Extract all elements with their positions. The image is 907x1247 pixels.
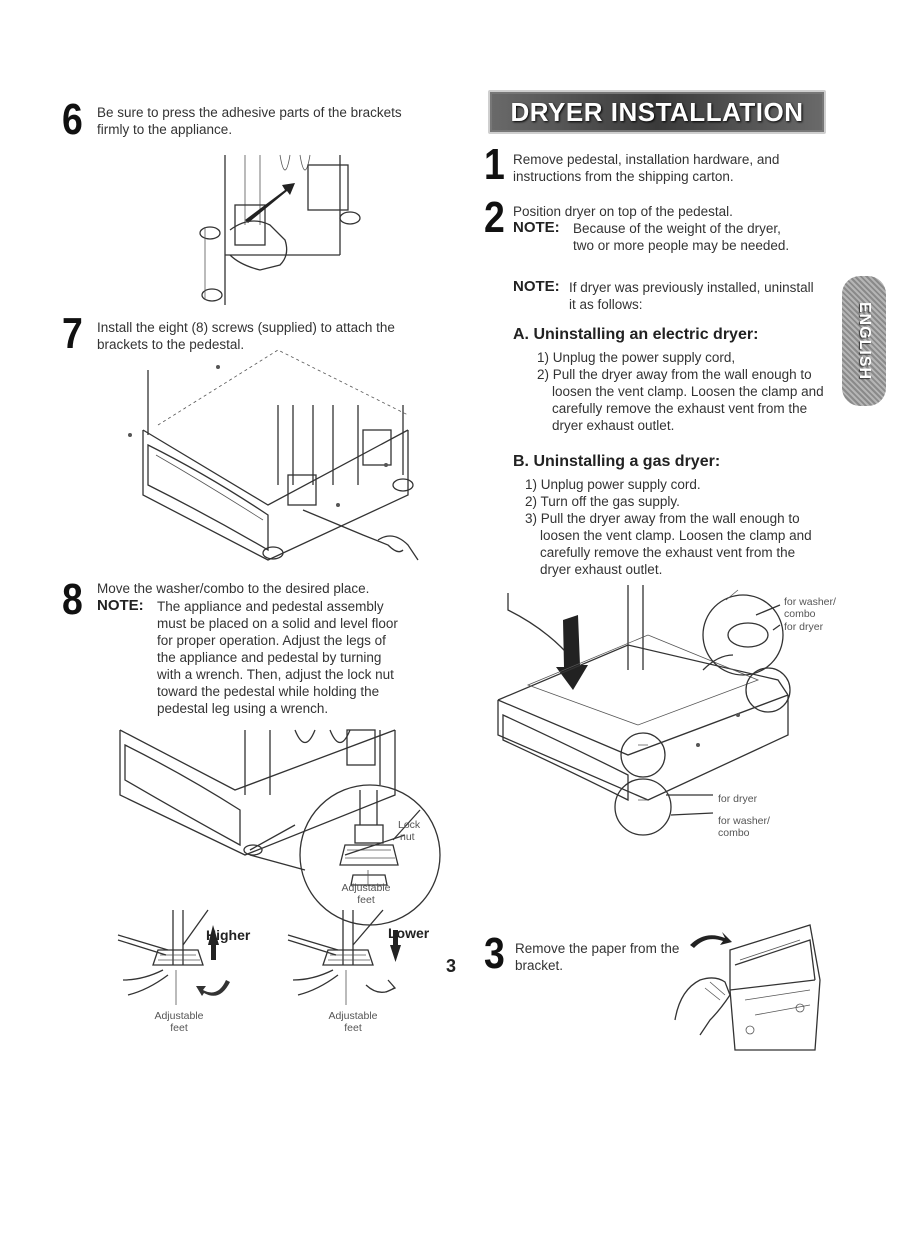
wrench-higher-illustration — [117, 909, 230, 1005]
uninstall-note-label: NOTE: — [513, 278, 560, 295]
step-7-number: 7 — [62, 309, 83, 358]
step-8-note-text: The appliance and pedestal assembly must… — [157, 599, 398, 716]
section-b-title: B. Uninstalling a gas dryer: — [513, 453, 721, 470]
pedestal-screws-illustration — [128, 349, 419, 561]
step-2-number: 2 — [484, 193, 505, 242]
for-washer-combo-bottom-label: for washer/ combo — [718, 815, 770, 839]
step-8-text: Move the washer/combo to the desired pla… — [97, 581, 370, 596]
page-number: 3 — [446, 956, 457, 976]
adjustable-feet-label-zoom: Adjustable feet — [341, 882, 391, 906]
section-a-list: 1) Unplug the power supply cord, 2) Pull… — [537, 350, 824, 433]
section-b-list: 1) Unplug power supply cord. 2) Turn off… — [525, 477, 812, 577]
english-side-tab[interactable]: ENGLISH — [842, 276, 886, 406]
pedestal-lock-nut-illustration — [119, 729, 441, 926]
step-8-number: 8 — [62, 575, 83, 624]
step-3-number: 3 — [484, 929, 505, 978]
adjustable-feet-label-right: Adjustable feet — [328, 1010, 378, 1034]
lock-nut-label: Lock nut — [398, 819, 421, 843]
step-6-text: Be sure to press the adhesive parts of t… — [97, 105, 402, 137]
step-2-note-label: NOTE: — [513, 219, 560, 236]
higher-label: Higher — [206, 927, 251, 943]
step-1-number: 1 — [484, 140, 505, 189]
wrench-lower-illustration — [287, 909, 401, 1005]
section-a-title: A. Uninstalling an electric dryer: — [513, 326, 759, 343]
step-2-note-line1: Because of the weight of the dryer, — [573, 221, 781, 236]
adjustable-feet-label-left: Adjustable feet — [154, 1010, 204, 1034]
for-dryer-top-label: for dryer — [784, 621, 824, 633]
step-2-text: Position dryer on top of the pedestal. — [513, 204, 733, 219]
dryer-installation-banner: DRYER INSTALLATION — [488, 90, 826, 134]
for-washer-combo-top-label: for washer/ combo — [784, 596, 836, 620]
for-dryer-bottom-label: for dryer — [718, 793, 758, 805]
bracket-press-illustration — [199, 154, 361, 305]
step-3-text: Remove the paper from the bracket. — [515, 941, 680, 973]
uninstall-note-line2: it as follows: — [569, 297, 643, 312]
lower-label: Lower — [388, 925, 430, 941]
step-7-text: Install the eight (8) screws (supplied) … — [97, 320, 395, 352]
bracket-paper-illustration — [674, 924, 821, 1051]
step-1-text: Remove pedestal, installation hardware, … — [513, 152, 780, 184]
step-2-note-line2: two or more people may be needed. — [573, 238, 790, 253]
dryer-on-pedestal-illustration — [497, 585, 791, 836]
step-8-note-label: NOTE: — [97, 597, 144, 614]
step-6-number: 6 — [62, 95, 83, 144]
uninstall-note-line1: If dryer was previously installed, unins… — [569, 280, 814, 295]
